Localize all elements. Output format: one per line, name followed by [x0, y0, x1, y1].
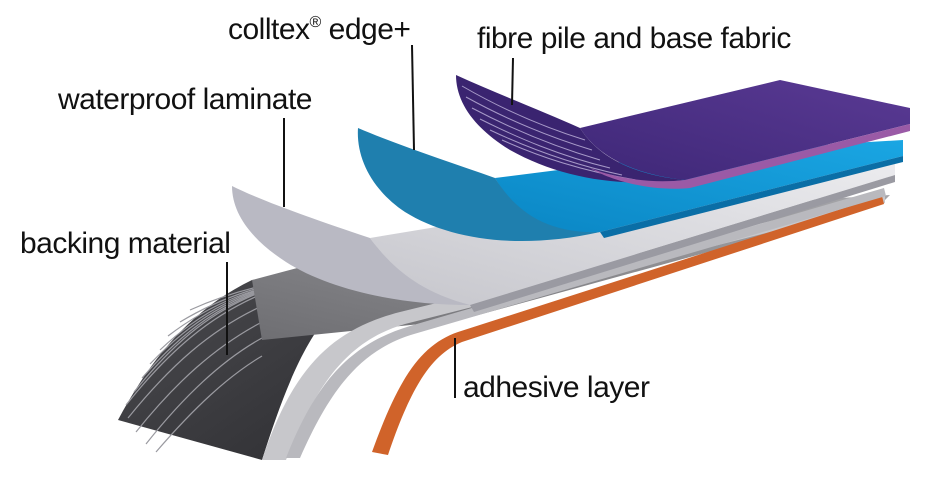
waterproof-curl — [232, 186, 470, 305]
colltex-edge — [600, 156, 903, 238]
backing-edge-gray — [262, 193, 885, 460]
waterproof-laminate-label: waterproof laminate — [58, 83, 312, 116]
leader-lines — [226, 44, 514, 398]
colltex-label-suffix: edge+ — [320, 13, 411, 46]
fibre-stripes — [461, 85, 637, 181]
fibre-pile-label: fibre pile and base fabric — [477, 22, 791, 55]
backing-curl — [118, 270, 400, 460]
fibre-curl — [456, 75, 685, 183]
colltex-curl — [357, 128, 600, 242]
registered-mark: ® — [309, 14, 322, 31]
colltex-edge-label: colltex® edge+ — [228, 6, 411, 47]
colltex-layer — [357, 128, 903, 242]
backing-material-label: backing material — [20, 227, 231, 260]
fibre-layer — [456, 75, 910, 189]
leader-colltex — [411, 44, 415, 151]
adhesive-layer-label: adhesive layer — [463, 371, 650, 404]
waterproof-edge — [470, 175, 895, 312]
colltex-top — [495, 140, 903, 234]
fibre-top — [580, 80, 910, 180]
leader-fibre — [511, 57, 514, 106]
colltex-label-text: colltex — [228, 13, 310, 46]
